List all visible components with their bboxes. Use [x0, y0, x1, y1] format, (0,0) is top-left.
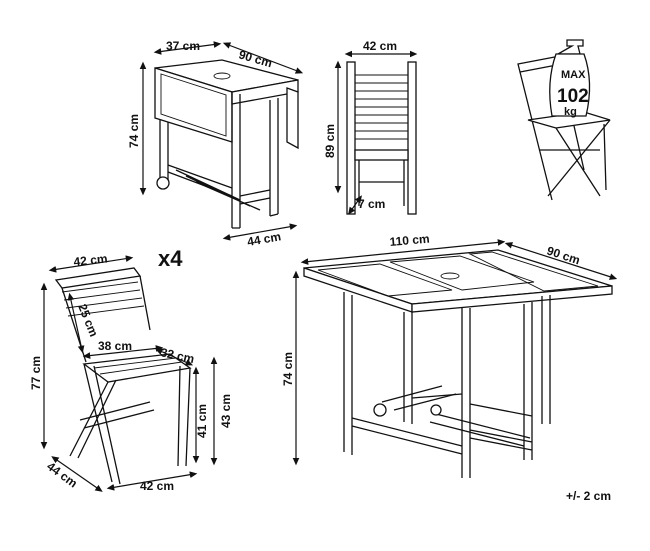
seat-depth-label: 32 cm — [159, 345, 195, 366]
max-load-label: MAX — [561, 69, 586, 81]
dim-arrow-seat-depth — [154, 348, 194, 366]
max-load-chair-drawing: MAX 102 kg — [517, 39, 611, 201]
dim-arrow-chair-depth — [51, 456, 103, 492]
chair-base-label: 42 cm — [140, 479, 174, 493]
folded-chair-drawing: 42 cm 89 cm 7 cm — [323, 39, 418, 215]
dim-arrow-chair-base — [106, 471, 198, 491]
folded-base-label: 44 cm — [246, 229, 282, 249]
max-load-value: 102 — [557, 86, 589, 107]
open-table-drawing: 110 cm 90 cm 74 cm — [281, 232, 618, 478]
tolerance-note: +/- 2 cm — [566, 489, 611, 503]
chair-height-label: 77 cm — [29, 356, 43, 390]
max-load-unit: kg — [564, 106, 577, 118]
dim-arrow-table-length — [300, 239, 506, 265]
dim-arrow-folded-base — [222, 223, 298, 241]
dim-arrow-folded-width — [222, 42, 304, 74]
dim-arrow-folded-depth — [153, 41, 222, 55]
dim-arrow-seat-width — [82, 345, 164, 359]
seat-width-label: 38 cm — [98, 339, 132, 353]
chair-folded-width-label: 42 cm — [363, 39, 397, 53]
folded-height-label: 74 cm — [127, 114, 141, 148]
weight-icon: MAX 102 kg — [549, 39, 591, 118]
chair-width-label: 42 cm — [73, 252, 108, 269]
table-height-label: 74 cm — [281, 352, 295, 386]
dim-arrow-chair-width — [48, 255, 134, 273]
folded-depth-label: 37 cm — [166, 39, 200, 53]
chair-folded-height-label: 89 cm — [323, 124, 337, 158]
seat-height-top-label: 43 cm — [219, 394, 233, 428]
quantity-label: x4 — [158, 246, 183, 271]
folded-table-drawing: 37 cm 90 cm 74 cm 44 cm — [127, 39, 304, 249]
dim-arrow-table-width — [504, 242, 618, 280]
table-length-label: 110 cm — [389, 232, 430, 249]
dim-arrow-chair-folded-depth — [348, 195, 362, 215]
open-chair-drawing: 42 cm 25 cm 38 cm 32 cm 77 cm 41 cm 43 c… — [29, 252, 233, 493]
seat-height-label: 41 cm — [195, 404, 209, 438]
dim-arrow-chair-back — [67, 292, 85, 354]
chair-folded-depth-label: 7 cm — [358, 197, 385, 211]
chair-back-label: 25 cm — [75, 302, 101, 339]
table-width-label: 90 cm — [545, 244, 582, 268]
